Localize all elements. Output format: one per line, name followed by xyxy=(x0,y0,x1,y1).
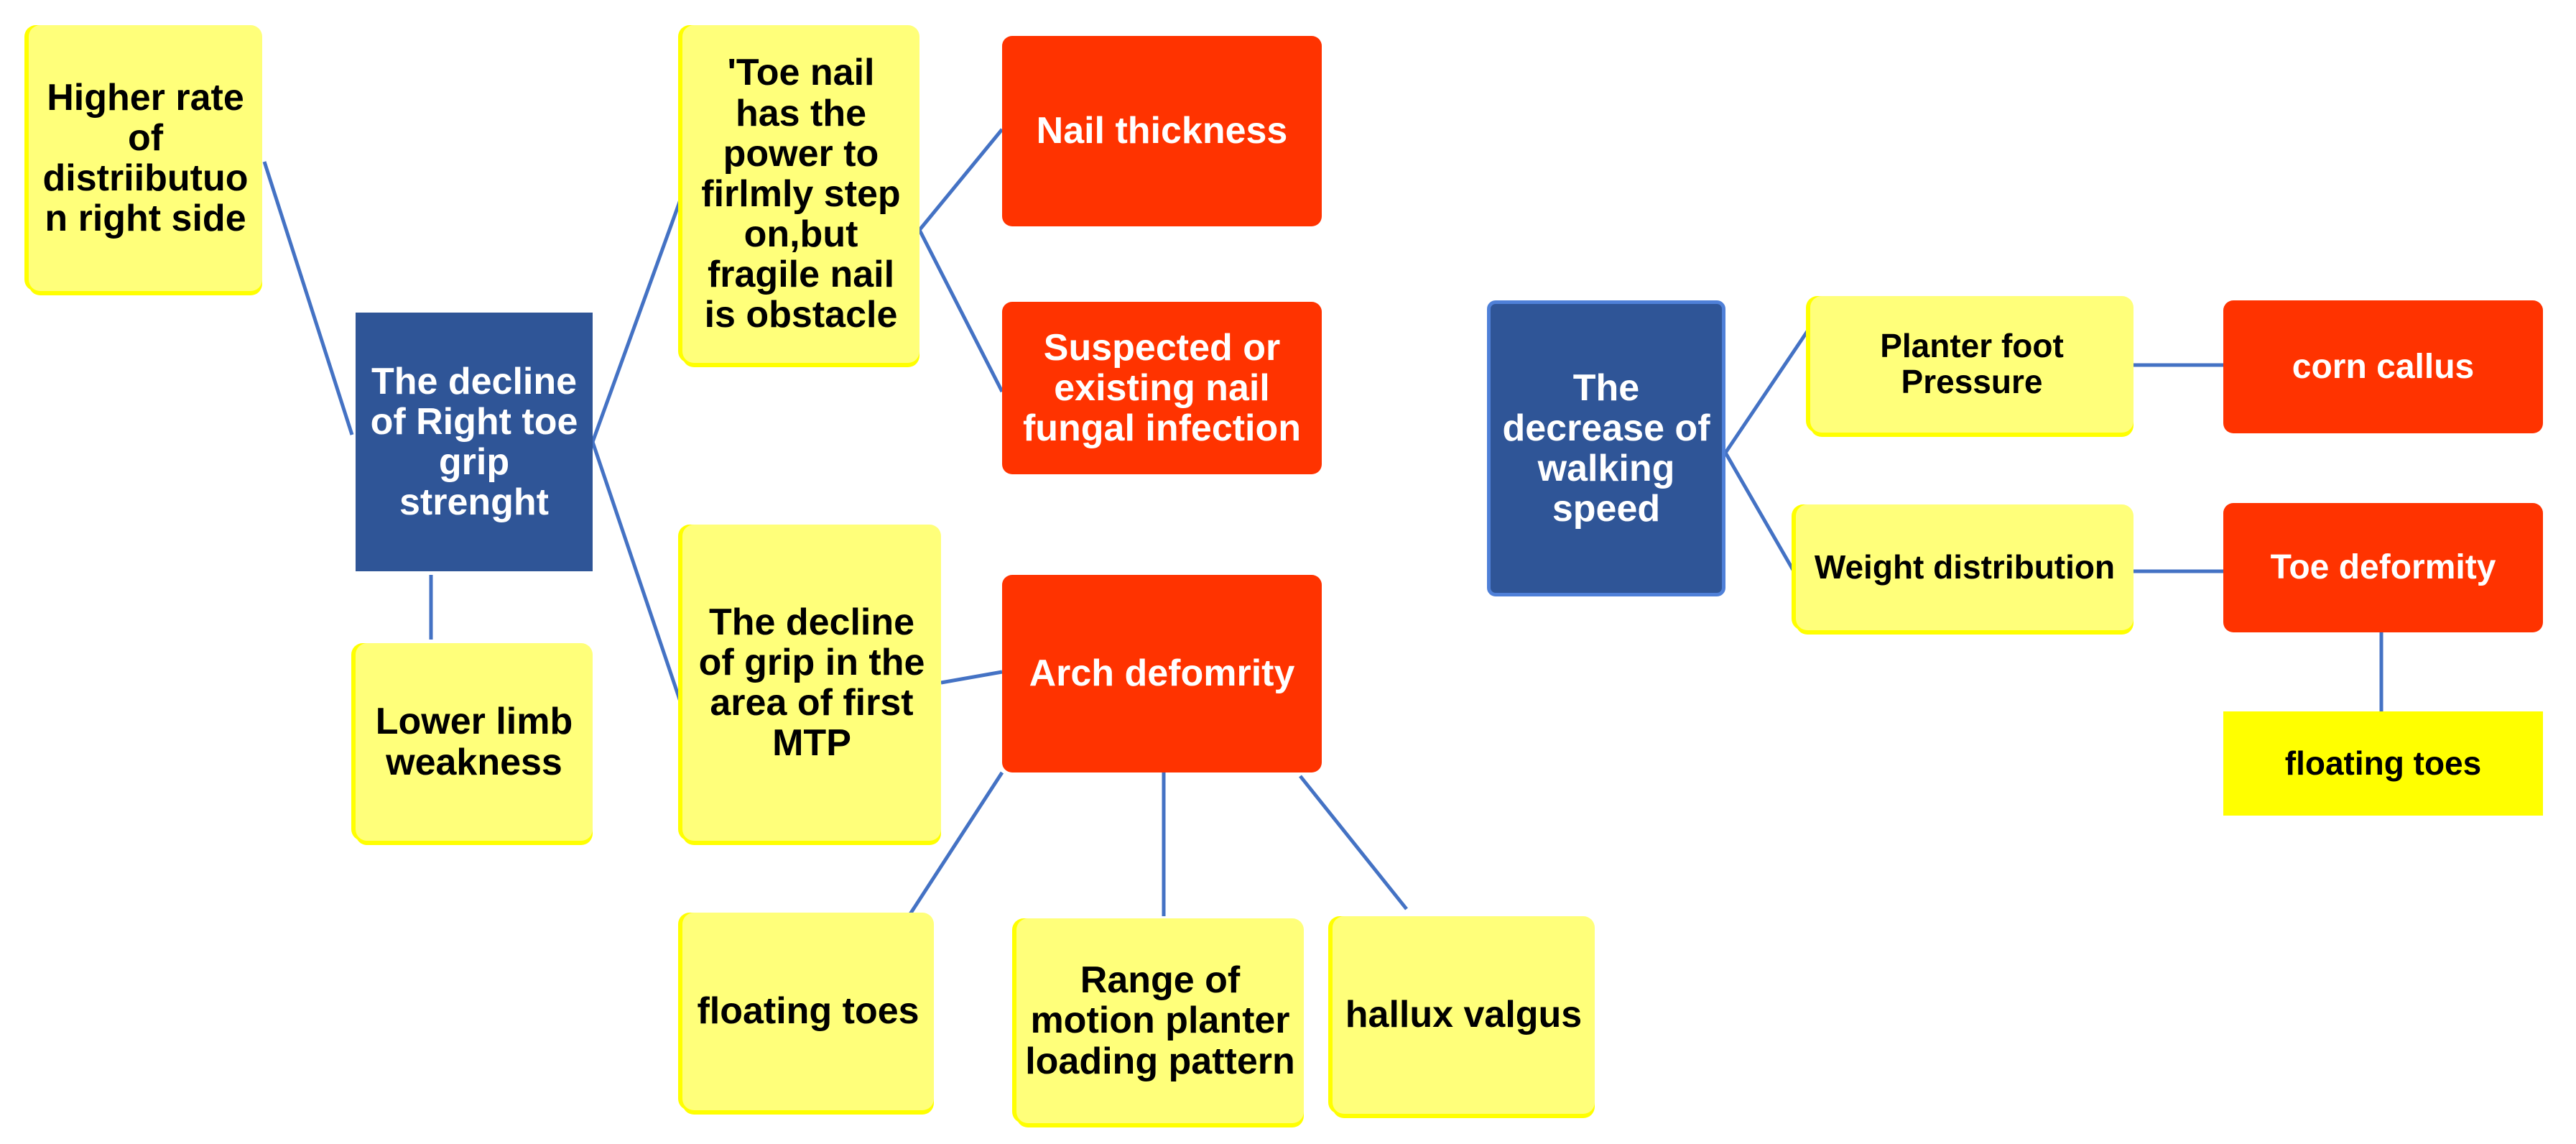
node-nail-fungal-infection: Suspected or existing nail fungal infect… xyxy=(1002,302,1322,474)
node-hallux-valgus: hallux valgus xyxy=(1333,916,1595,1114)
node-toe-deformity: Toe deformity xyxy=(2223,503,2543,632)
node-arch-deformity: Arch defomrity xyxy=(1002,575,1322,772)
connector-line xyxy=(917,229,1004,393)
connector-line xyxy=(918,128,1004,231)
root-node-walking-speed: The decrease of walking speed xyxy=(1487,300,1725,596)
connector-line xyxy=(907,771,1004,918)
node-planter-foot-pressure: Planter foot Pressure xyxy=(1810,296,2133,433)
node-floating-toes-right: floating toes xyxy=(2223,711,2543,816)
node-grip-decline-first-mtp: The decline of grip in the area of first… xyxy=(682,525,941,841)
connector-line xyxy=(1723,326,1812,454)
connector-line xyxy=(590,441,685,709)
node-higher-rate-distribution: Higher rate of distriibutuo n right side xyxy=(29,25,262,291)
connector-line xyxy=(1299,775,1408,910)
node-toe-nail-power: 'Toe nail has the power to firlmly step … xyxy=(682,25,919,363)
root-node-toe-grip-decline: The decline of Right toe grip strenght xyxy=(356,313,593,571)
node-corn-callus: corn callus xyxy=(2223,300,2543,433)
node-weight-distribution: Weight distribution xyxy=(1796,504,2133,630)
node-floating-toes-left: floating toes xyxy=(682,913,934,1110)
connector-line xyxy=(940,670,1003,685)
connector-line xyxy=(1723,451,1798,576)
node-nail-thickness: Nail thickness xyxy=(1002,36,1322,226)
connector-line xyxy=(262,161,354,435)
node-lower-limb-weakness: Lower limb weakness xyxy=(356,643,593,841)
connector-line xyxy=(590,193,685,443)
node-range-of-motion: Range of motion planter loading pattern xyxy=(1016,918,1304,1123)
